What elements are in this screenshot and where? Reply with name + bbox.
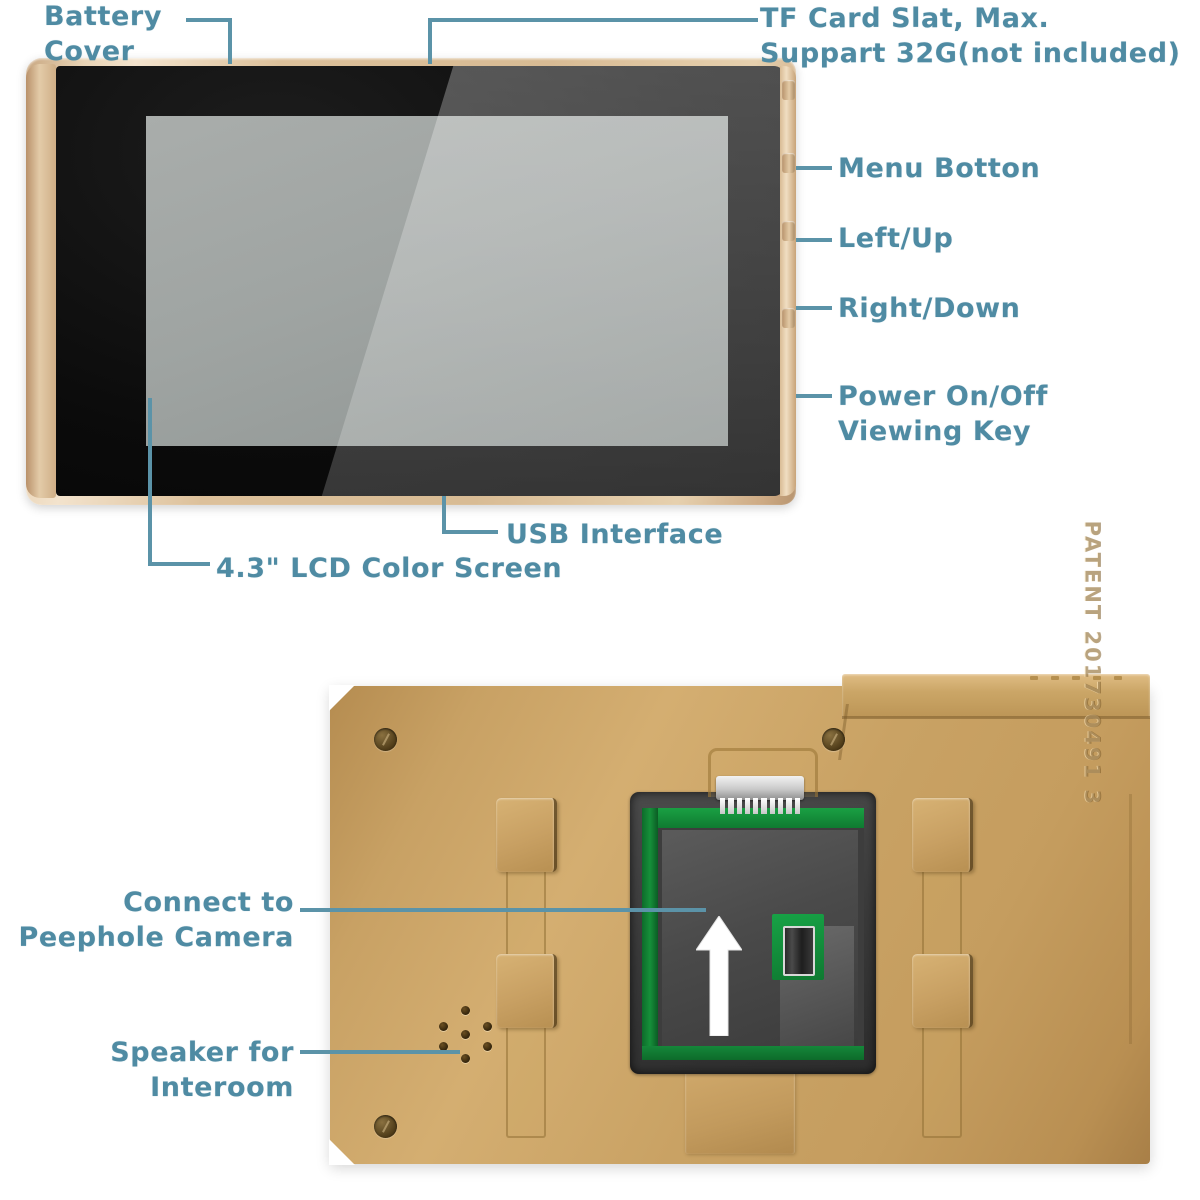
callout-label-peephole-camera: Connect to Peephole Camera	[18, 887, 294, 953]
mount-bracket-tab-right-lower[interactable]	[912, 954, 973, 1028]
ribbon-pin	[778, 798, 784, 814]
speaker-hole	[439, 1042, 448, 1051]
battery-cover-seam	[842, 716, 1150, 719]
camera-cable-socket[interactable]	[783, 926, 815, 976]
leader-line-menu-button	[796, 166, 832, 170]
case-screw-top-right	[822, 728, 845, 751]
cavity-interior	[642, 808, 864, 1060]
speaker-hole	[461, 1006, 470, 1015]
battery-lip-grip-notches	[1030, 676, 1122, 680]
speaker-hole	[461, 1030, 470, 1039]
grip-notch	[1030, 676, 1038, 680]
mount-bracket-tab-left-lower[interactable]	[496, 954, 557, 1028]
ribbon-pin	[720, 798, 726, 814]
ribbon-pin	[794, 798, 800, 814]
mount-bracket-tab-left-upper[interactable]	[496, 798, 557, 872]
power-viewing-key[interactable]	[782, 308, 795, 328]
insertion-direction-arrow-icon	[696, 916, 742, 1036]
leader-line-battery-cover-horizontal	[186, 18, 232, 22]
speaker-hole	[461, 1054, 470, 1063]
ribbon-connector-pins	[720, 798, 800, 814]
camera-socket-pad	[772, 914, 824, 980]
leader-line-tf-card-horizontal	[428, 18, 758, 22]
grip-notch	[1114, 676, 1122, 680]
leader-line-speaker	[300, 1050, 460, 1054]
embossed-patent-text: PATENT 201730491 3	[1080, 520, 1104, 806]
ribbon-cable-connector	[716, 776, 804, 800]
device-left-side-wall	[26, 64, 56, 498]
ribbon-pin	[786, 798, 792, 814]
callout-label-lcd-screen: 4.3" LCD Color Screen	[216, 553, 563, 584]
peephole-camera-connector-cavity	[630, 748, 876, 1074]
grip-notch	[1072, 676, 1080, 680]
pcb-edge-bottom	[642, 1046, 864, 1060]
callout-label-battery-cover: Battery Cover	[44, 1, 163, 67]
leader-line-power-viewing-key	[796, 394, 832, 398]
battery-cover-lip[interactable]	[842, 674, 1150, 718]
leader-line-battery-cover-vertical	[228, 18, 232, 64]
right-down-button-key[interactable]	[782, 221, 795, 241]
callout-label-right-down: Right/Down	[838, 293, 1021, 324]
callout-label-power-viewing-key: Power On/Off Viewing Key	[838, 381, 1048, 447]
leader-line-lcd-vertical	[148, 398, 152, 566]
callout-label-menu-button: Menu Botton	[838, 153, 1041, 184]
leader-line-tf-card-vertical	[428, 18, 432, 64]
leader-line-lcd-horizontal	[148, 562, 210, 566]
callout-label-speaker: Speaker for Interoom	[110, 1037, 294, 1103]
device-right-side-edge	[780, 66, 796, 496]
lcd-screen-panel	[146, 116, 728, 446]
speaker-hole	[483, 1022, 492, 1031]
speaker-hole	[439, 1022, 448, 1031]
pcb-edge-left	[642, 808, 658, 1060]
back-face-view: PATENT 201730491 3	[329, 521, 1150, 1165]
mount-bracket-tab-right-upper[interactable]	[912, 798, 973, 872]
patent-panel-groove	[1129, 794, 1132, 1044]
grip-notch	[1093, 676, 1101, 680]
leader-line-peephole-camera	[300, 908, 706, 912]
ribbon-pin	[736, 798, 742, 814]
leader-line-usb-vertical	[442, 496, 446, 534]
left-up-button-key[interactable]	[782, 153, 795, 173]
speaker-hole	[483, 1042, 492, 1051]
speaker-grille	[435, 1006, 497, 1064]
case-screw-bottom-left	[374, 1115, 397, 1138]
grip-notch	[1051, 676, 1059, 680]
callout-label-usb-interface: USB Interface	[506, 519, 724, 550]
ribbon-pin	[769, 798, 776, 814]
ribbon-pin	[728, 798, 734, 814]
ribbon-pin	[744, 798, 751, 814]
pcb-edge-top	[642, 808, 864, 828]
ribbon-pin	[753, 798, 759, 814]
callout-label-tf-card-slot: TF Card Slat, Max. Suppart 32G(not inclu…	[760, 3, 1181, 69]
cavity-metal-plate	[662, 830, 858, 1046]
callout-label-left-up: Left/Up	[838, 223, 954, 254]
leader-line-usb-horizontal	[442, 530, 498, 534]
menu-button-key[interactable]	[782, 80, 795, 100]
bottom-center-pad	[685, 1058, 795, 1154]
leader-line-right-down	[796, 306, 832, 310]
front-face-view	[26, 58, 796, 505]
leader-line-left-up	[796, 238, 832, 242]
case-screw-top-left	[374, 728, 397, 751]
ribbon-pin	[761, 798, 767, 814]
